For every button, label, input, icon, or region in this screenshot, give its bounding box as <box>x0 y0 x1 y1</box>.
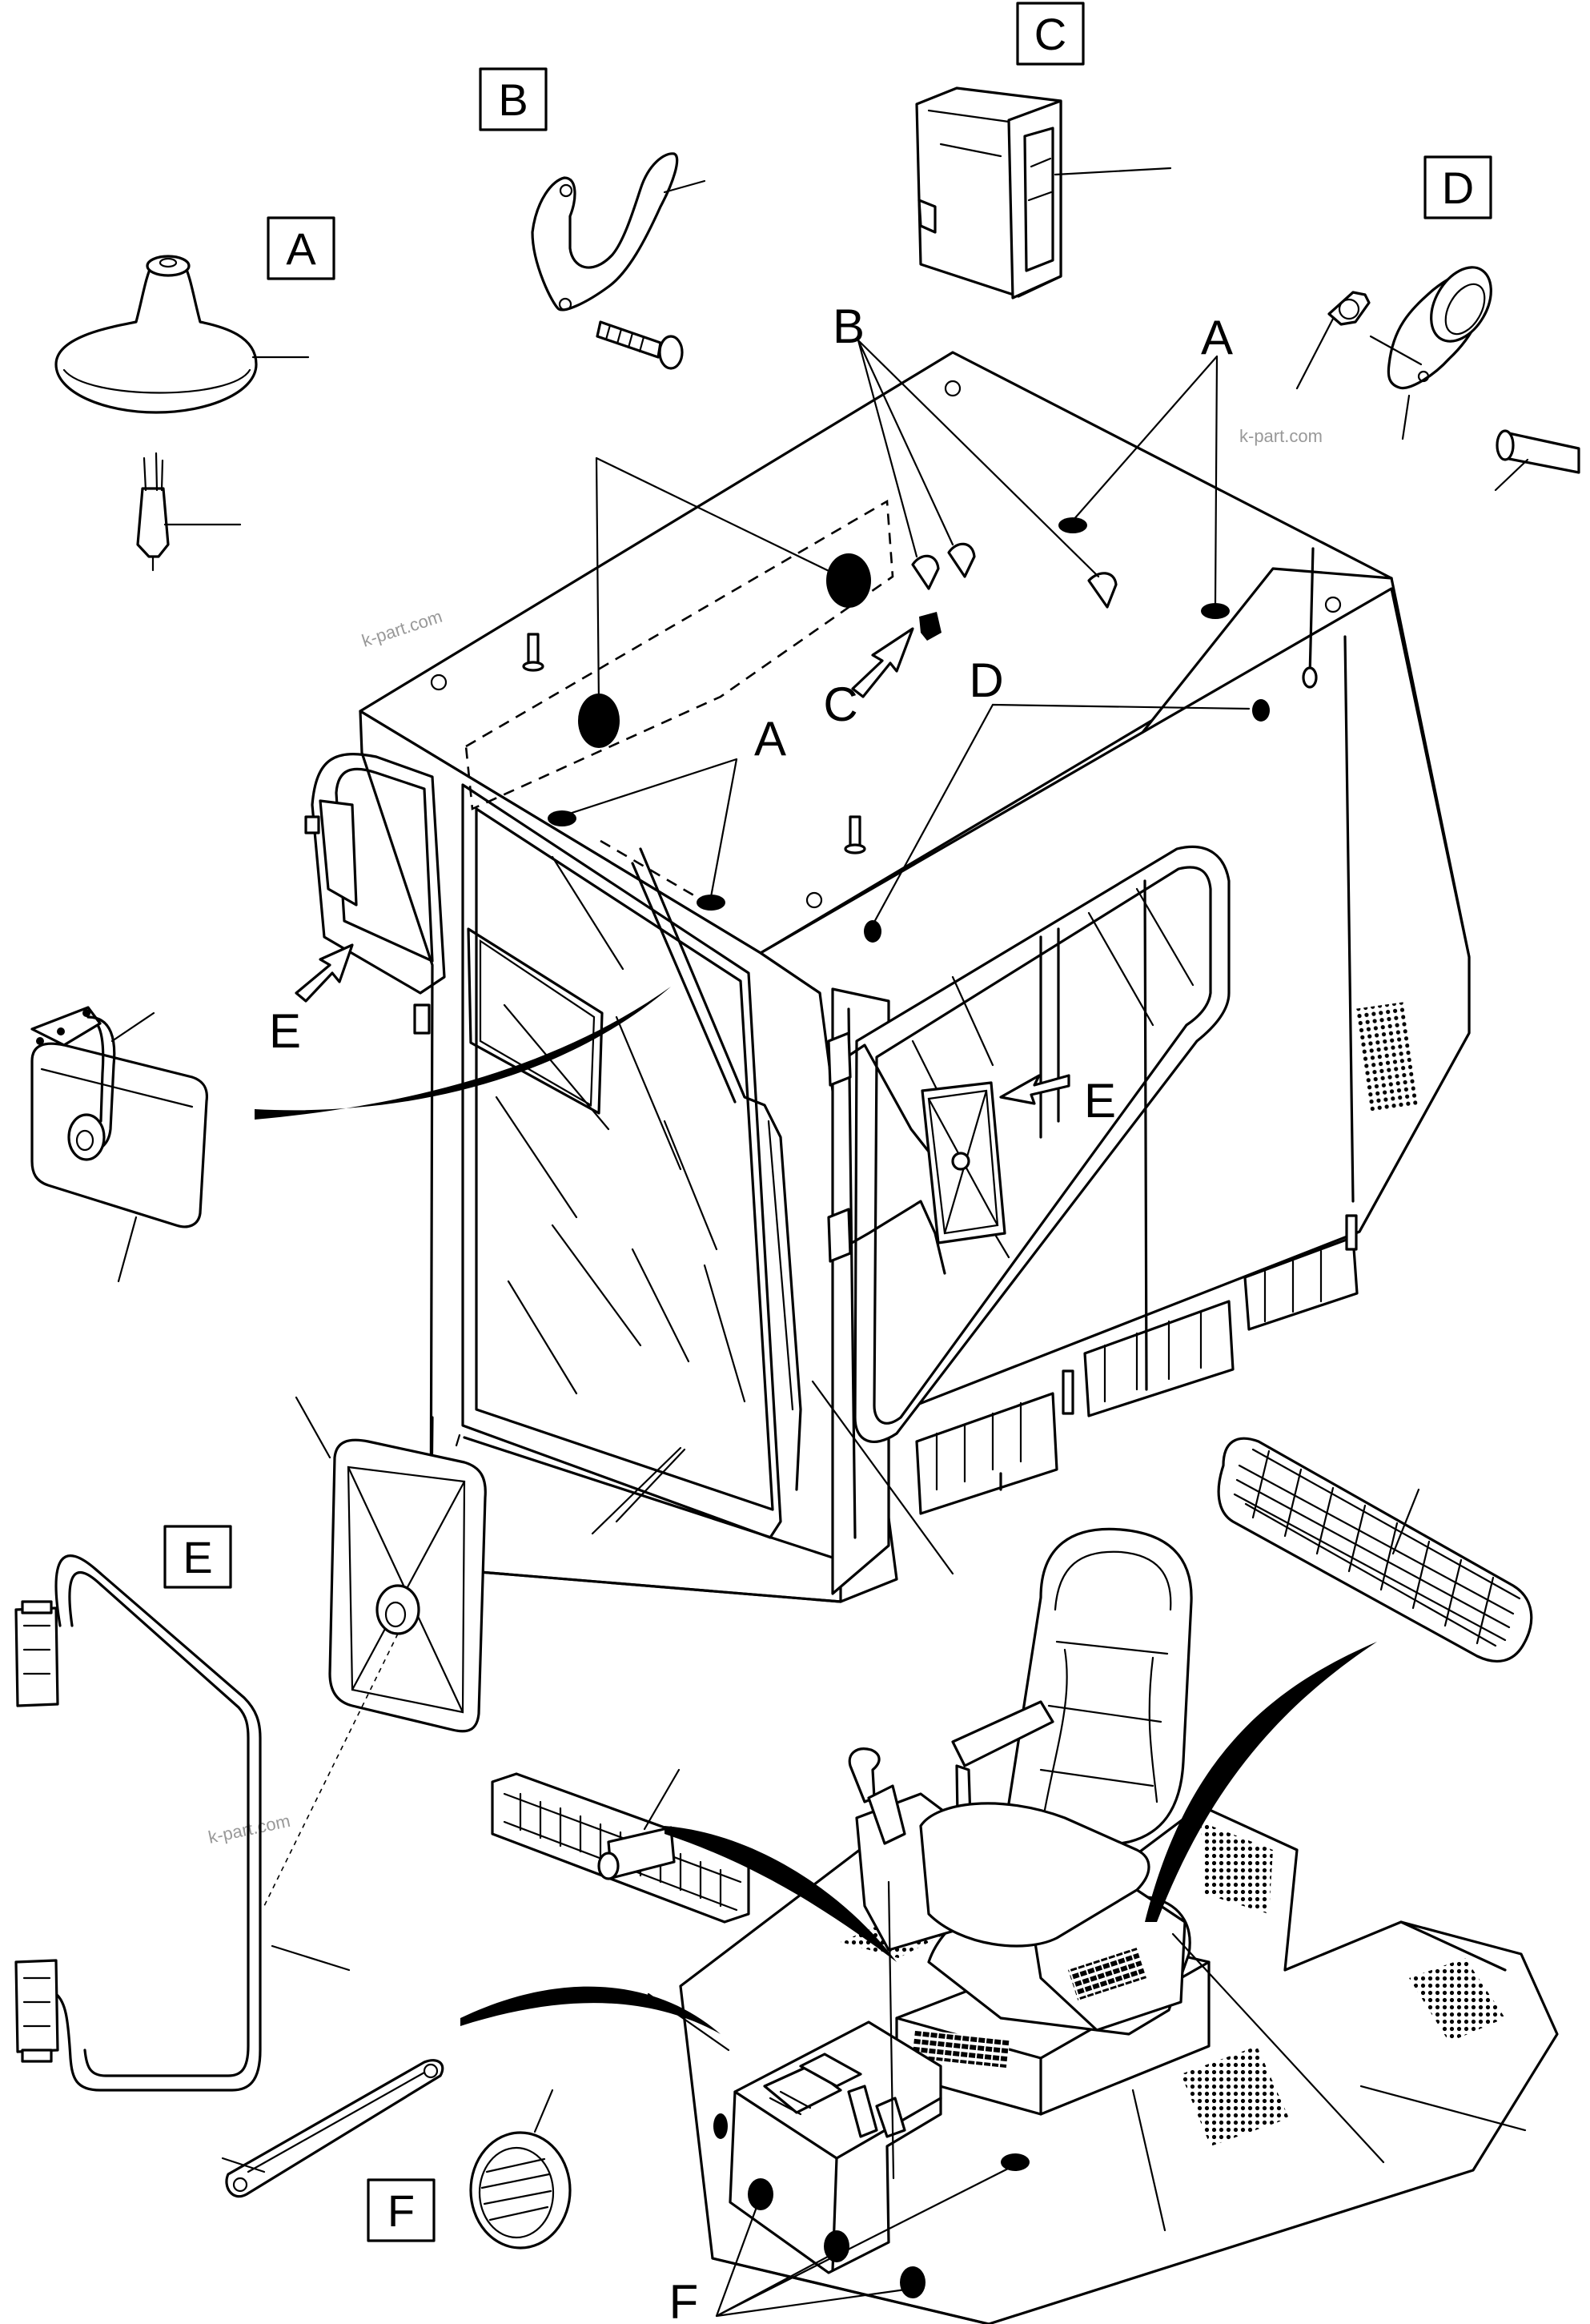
socket-detail <box>1295 266 1580 492</box>
detail-box-d-label: D <box>1442 163 1474 213</box>
callout-a-roof-right: A <box>1201 311 1233 364</box>
mirror-bracket-detail <box>14 1396 487 2092</box>
pointer-arrow-vent <box>665 1826 897 1962</box>
detail-box-c-label: C <box>1034 9 1066 59</box>
detail-box-c: C <box>1016 2 1085 66</box>
detail-box-e-label: E <box>183 1532 212 1582</box>
callout-b-roof: B <box>833 300 865 353</box>
round-vent-detail <box>469 2089 572 2250</box>
pointer-arrow-e-left <box>295 943 354 1003</box>
watermark: k-part.com <box>359 606 445 651</box>
callout-d-roof: D <box>969 653 1003 707</box>
rocker-switch-detail <box>915 86 1172 300</box>
callout-c-roof: C <box>823 677 857 731</box>
coat-hook-detail <box>531 152 706 370</box>
pointer-arrow-grille <box>1145 1642 1377 1922</box>
callout-a-front: A <box>754 712 786 766</box>
callout-e-door: E <box>1084 1074 1116 1128</box>
detail-box-d: D <box>1423 155 1492 219</box>
interior-mirror-detail <box>30 1006 209 1283</box>
detail-box-b-label: B <box>498 74 528 125</box>
callout-e-left: E <box>269 1004 301 1058</box>
door-mirror <box>827 1031 1006 1275</box>
detail-box-b: B <box>479 67 548 131</box>
detail-box-f-label: F <box>387 2185 415 2236</box>
callout-f-floor: F <box>669 2275 699 2324</box>
detail-box-f: F <box>367 2178 436 2242</box>
detail-box-e: E <box>163 1525 232 1589</box>
leader-lines <box>563 339 1527 2318</box>
pointer-arrow-c <box>851 627 914 698</box>
pointer-arrow-e-door <box>999 1074 1070 1105</box>
door-strap-detail <box>221 2059 444 2198</box>
detail-box-a: A <box>267 216 335 280</box>
detail-box-a-label: A <box>286 223 316 274</box>
watermark: k-part.com <box>1239 426 1323 446</box>
vent-grille-detail <box>1217 1437 1533 1663</box>
vent-panel-detail <box>491 1768 750 1924</box>
cab-left-mirror <box>304 753 446 1035</box>
cab-body <box>359 351 1471 1603</box>
dome-light-detail <box>54 255 310 572</box>
floor-seat-assembly <box>679 1527 1559 2324</box>
